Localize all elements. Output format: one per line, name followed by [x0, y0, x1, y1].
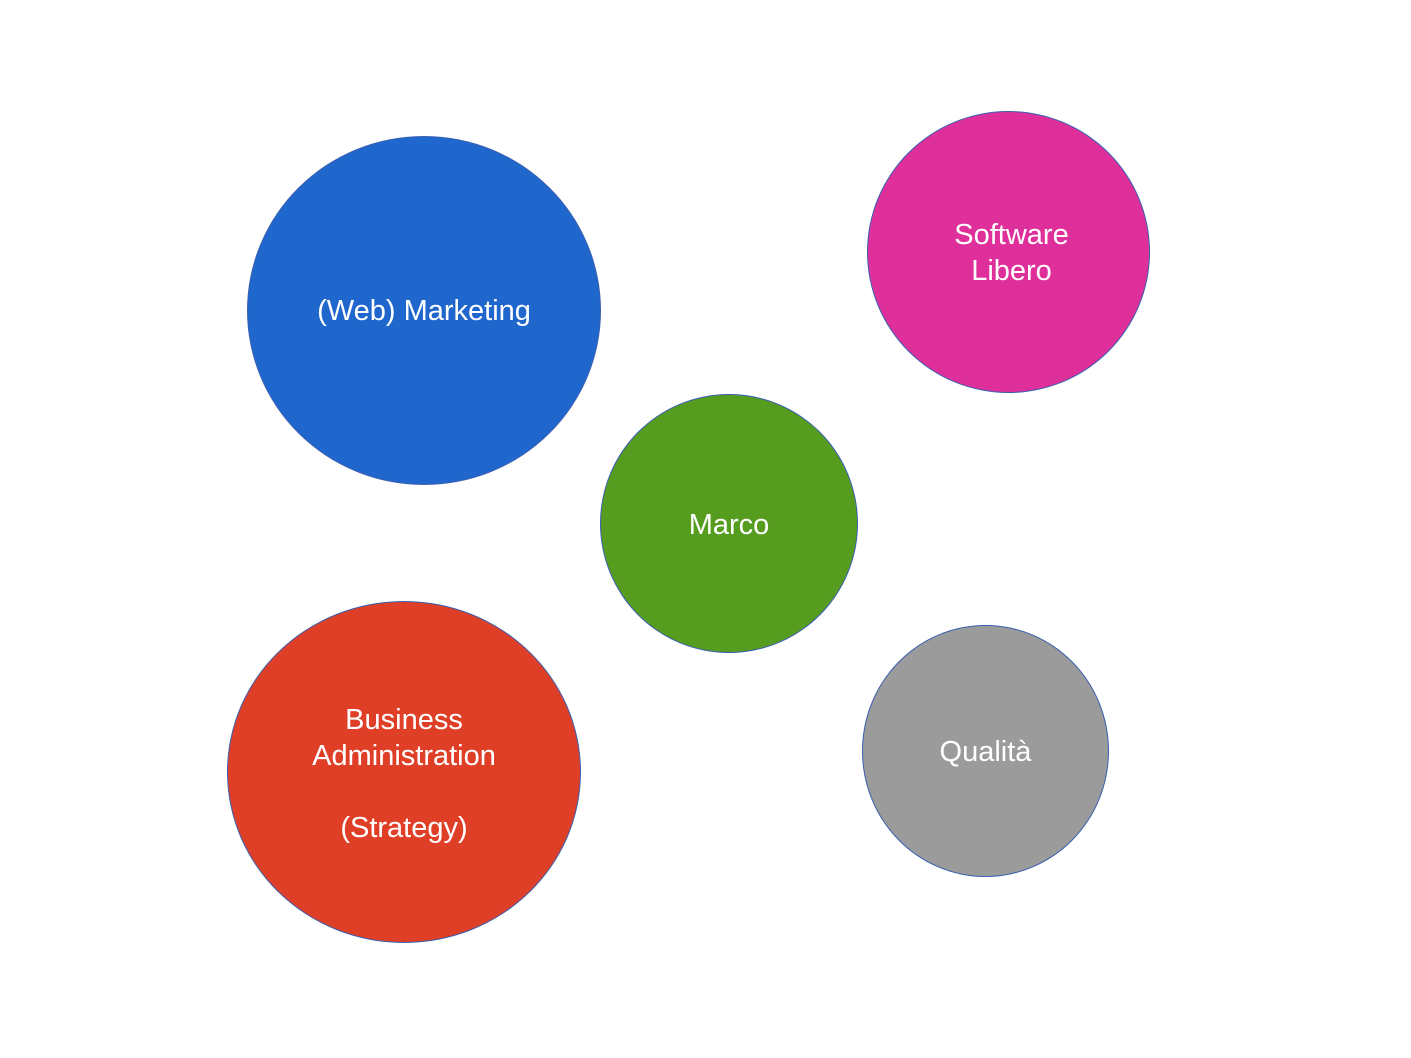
marco-bubble: Marco — [600, 394, 858, 653]
marco-label: Marco — [688, 509, 770, 541]
web-marketing-bubble: (Web) Marketing — [247, 136, 601, 485]
business-administration-bubble: Business Administration (Strategy) — [227, 601, 581, 943]
business-administration-label: Business Administration (Strategy) — [312, 704, 496, 844]
software-libero-bubble: Software Libero — [867, 111, 1150, 393]
software-libero-label: Software Libero — [954, 219, 1069, 287]
web-marketing-label: (Web) Marketing — [317, 295, 531, 327]
qualita-bubble: Qualità — [862, 625, 1109, 877]
qualita-label: Qualità — [939, 736, 1032, 768]
